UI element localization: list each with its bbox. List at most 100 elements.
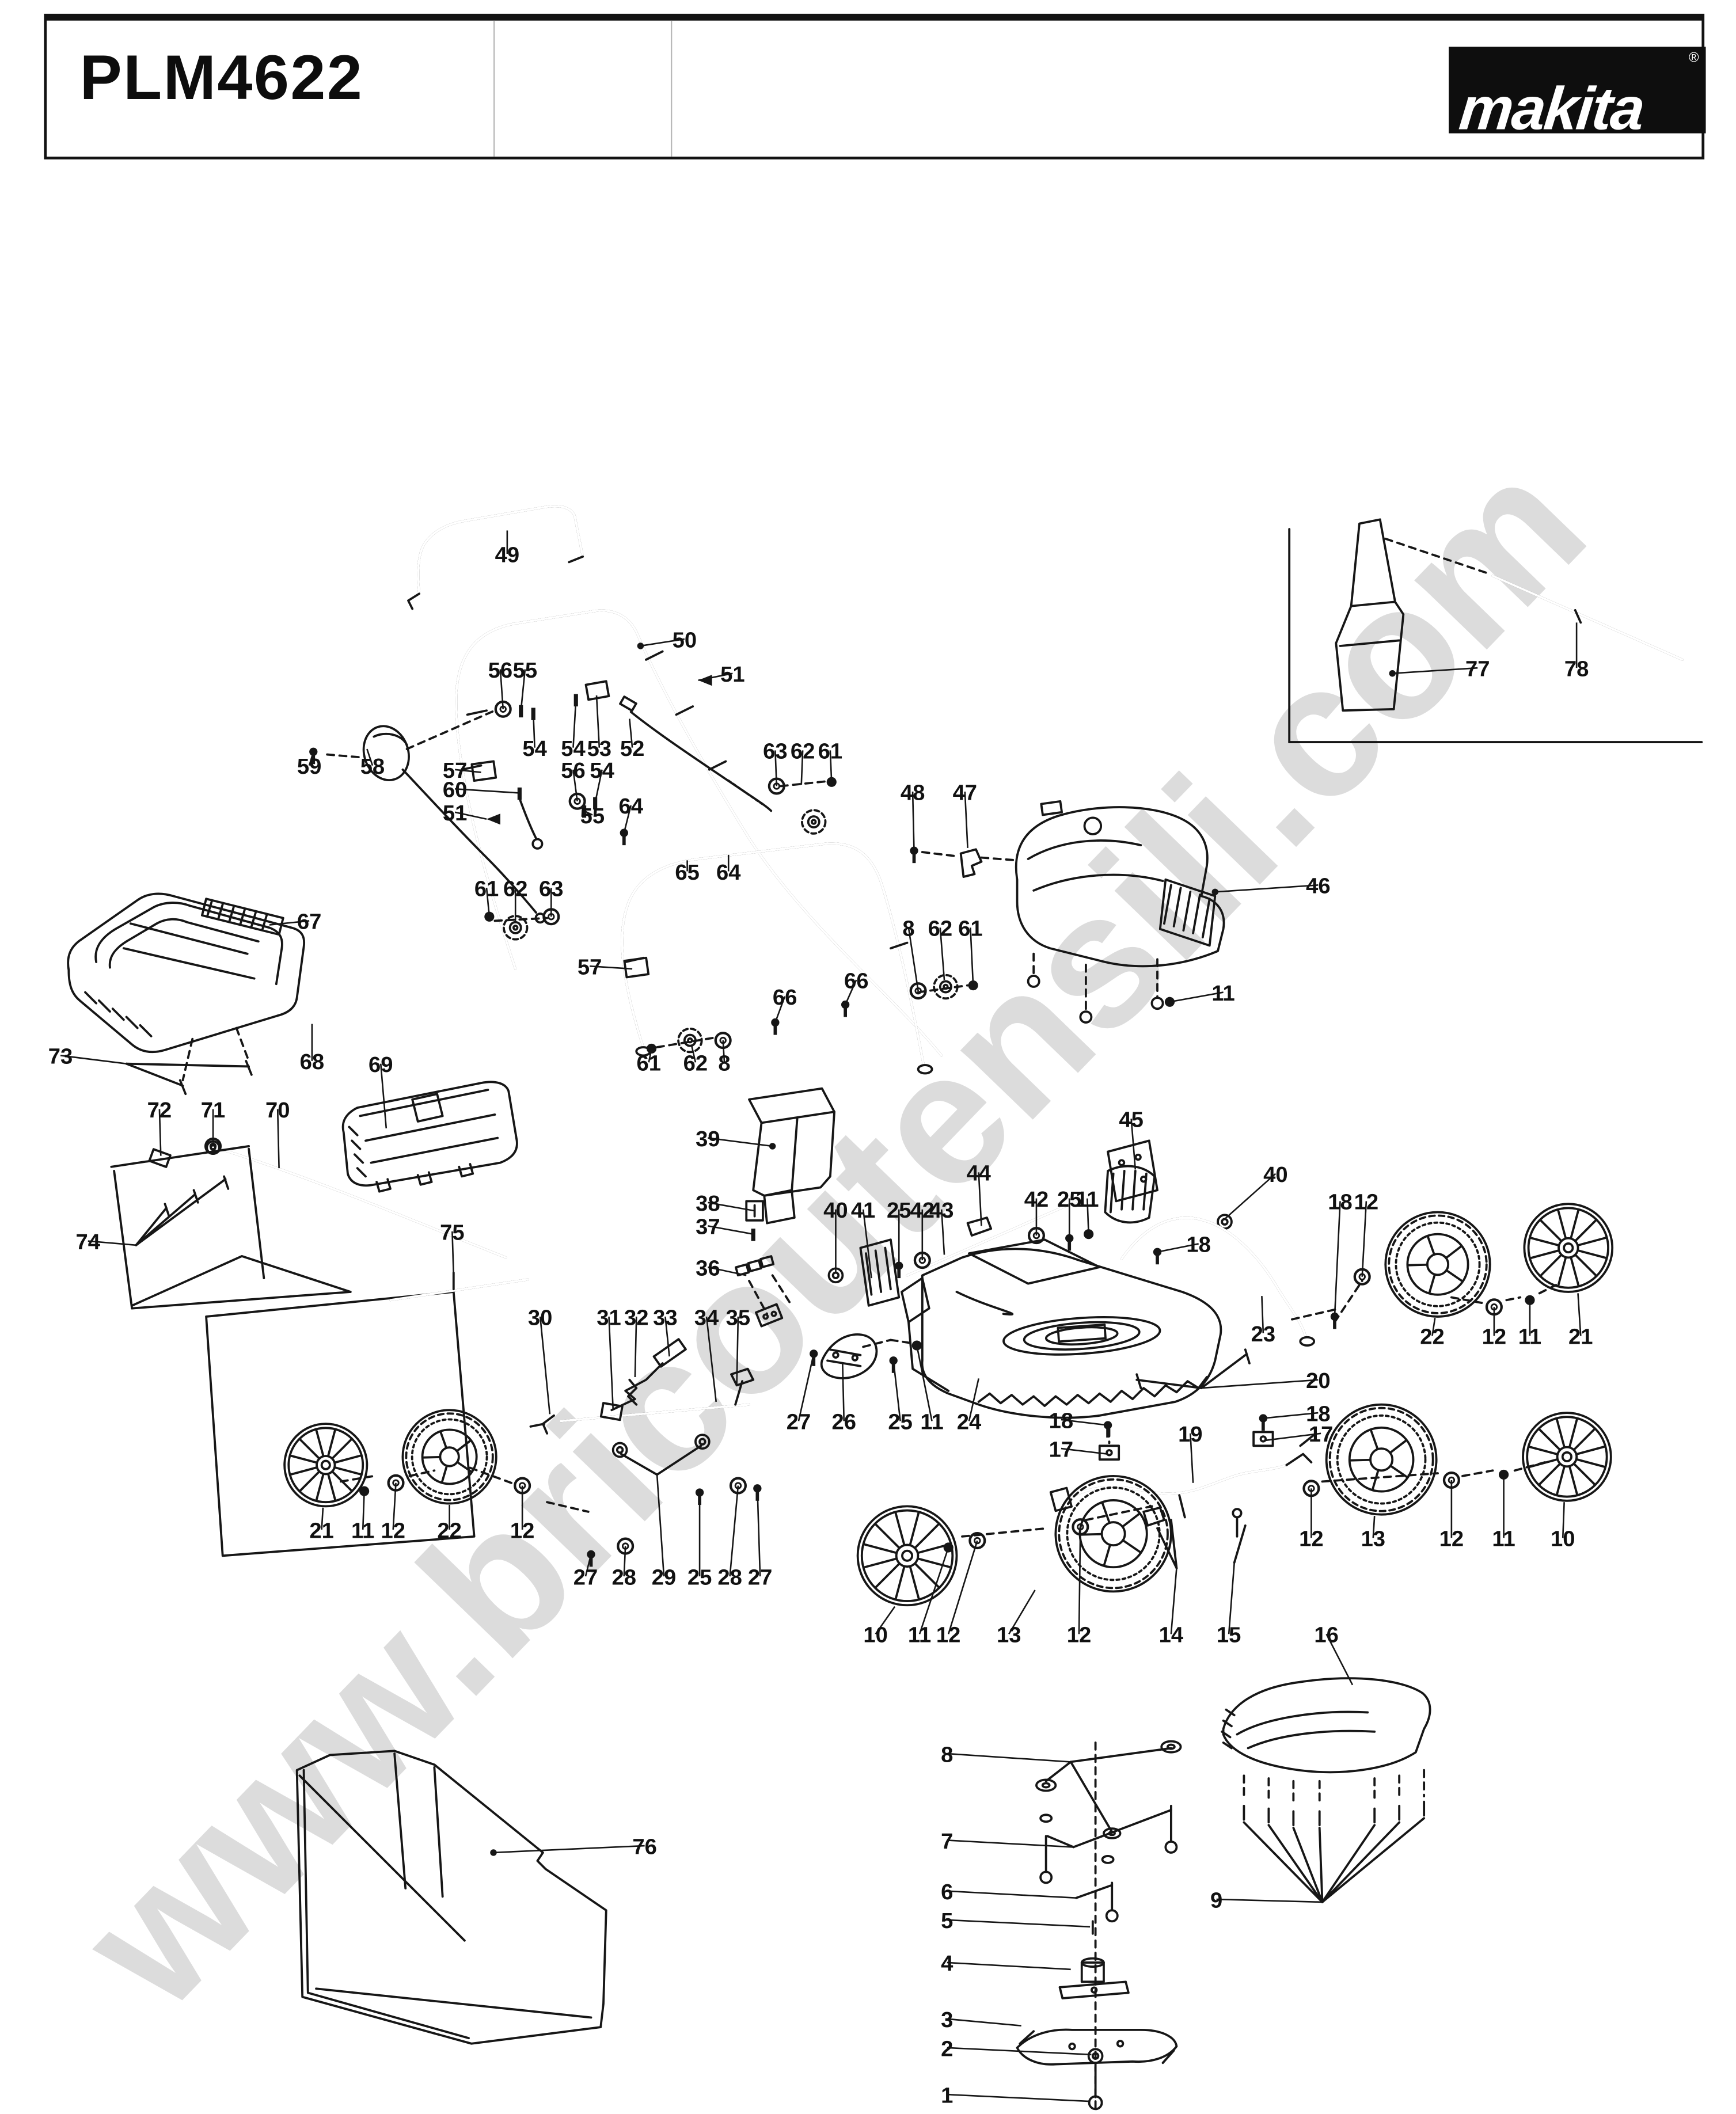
part-label-56: 56	[561, 758, 586, 810]
part-label-71: 71	[201, 1098, 225, 1155]
svg-text:64: 64	[618, 794, 643, 819]
part-label-61: 61	[637, 1043, 661, 1076]
hinge-bracket	[1107, 1139, 1158, 1203]
svg-text:65: 65	[675, 860, 699, 885]
svg-text:12: 12	[1299, 1527, 1323, 1552]
height-adjuster	[529, 1338, 755, 1513]
part-label-74: 74	[76, 1230, 136, 1254]
part-label-42: 42	[910, 1198, 935, 1269]
part-label-26: 26	[831, 1363, 856, 1435]
svg-text:12: 12	[1354, 1190, 1378, 1215]
svg-text:64: 64	[716, 860, 741, 885]
part-label-62: 62	[503, 876, 527, 922]
svg-text:40: 40	[823, 1198, 848, 1223]
part-label-4: 4	[941, 1951, 1071, 1976]
part-label-34: 34	[694, 1305, 719, 1402]
svg-text:61: 61	[958, 917, 982, 941]
svg-text:13: 13	[1361, 1527, 1385, 1552]
part-label-1: 1	[941, 2083, 1091, 2108]
part-label-78: 78	[1564, 622, 1589, 682]
wheel-tread	[401, 1409, 497, 1505]
svg-text:34: 34	[694, 1305, 719, 1330]
part-label-61: 61	[958, 917, 983, 991]
part-label-18: 18	[1153, 1233, 1211, 1265]
part-label-11: 11	[908, 1542, 954, 1648]
part-label-13: 13	[1361, 1515, 1385, 1552]
svg-text:12: 12	[936, 1623, 960, 1648]
part-label-76: 76	[490, 1834, 657, 1859]
part-label-11: 11	[351, 1486, 374, 1543]
svg-text:5: 5	[941, 1908, 953, 1933]
wheel-cap	[856, 1505, 958, 1607]
part-label-10: 10	[1551, 1502, 1575, 1552]
part-label-25: 25	[888, 1356, 913, 1435]
svg-text:39: 39	[696, 1127, 720, 1151]
svg-text:26: 26	[831, 1410, 856, 1435]
gear-knob	[801, 809, 827, 835]
header-box: PLM4622 makita ®	[44, 13, 1706, 159]
svg-text:15: 15	[1217, 1623, 1241, 1648]
svg-text:8: 8	[718, 1051, 730, 1076]
svg-text:11: 11	[920, 1410, 943, 1435]
svg-text:22: 22	[437, 1518, 461, 1543]
part-label-2: 2	[941, 2036, 1092, 2061]
svg-text:55: 55	[513, 658, 537, 683]
part-label-54: 54	[522, 708, 548, 761]
svg-text:58: 58	[360, 754, 385, 779]
svg-text:77: 77	[1465, 657, 1490, 682]
deck-24	[901, 1238, 1222, 1419]
svg-text:52: 52	[620, 736, 644, 761]
part-label-12: 12	[510, 1477, 534, 1543]
part-label-20: 20	[1201, 1368, 1331, 1393]
svg-text:11: 11	[1492, 1527, 1515, 1552]
svg-text:25: 25	[1057, 1187, 1081, 1212]
part-label-22: 22	[1420, 1318, 1445, 1349]
part-label-60: 60	[443, 778, 522, 803]
svg-text:32: 32	[624, 1305, 648, 1330]
svg-text:49: 49	[495, 542, 519, 567]
plate-41	[859, 1238, 901, 1307]
svg-text:12: 12	[381, 1518, 405, 1543]
part-label-68: 68	[300, 1024, 324, 1074]
part-label-16: 16	[1314, 1623, 1354, 1686]
svg-text:7: 7	[941, 1829, 953, 1854]
part-label-67: 67	[269, 910, 321, 934]
svg-text:28: 28	[717, 1565, 742, 1590]
svg-text:51: 51	[443, 801, 467, 826]
part-label-73: 73	[48, 1044, 127, 1069]
part-label-50: 50	[637, 628, 697, 652]
gear-knob	[933, 974, 959, 1000]
chute-39	[735, 1087, 835, 1328]
part-label-21: 21	[309, 1507, 334, 1543]
funnel-77	[1335, 518, 1405, 712]
shoe-26	[820, 1333, 892, 1379]
part-label-28: 28	[612, 1537, 636, 1590]
part-label-18: 18	[1049, 1408, 1112, 1438]
svg-text:71: 71	[201, 1098, 225, 1123]
part-label-55: 55	[513, 658, 537, 718]
part-label-62: 62	[928, 917, 952, 980]
part-label-17: 17	[1266, 1422, 1333, 1447]
wheels-layer	[283, 1203, 1614, 1607]
part-label-14: 14	[1159, 1568, 1184, 1648]
svg-text:17: 17	[1049, 1437, 1073, 1462]
part-label-51: 51	[443, 801, 500, 826]
svg-text:23: 23	[1251, 1322, 1275, 1347]
svg-text:41: 41	[851, 1198, 875, 1223]
part-label-40: 40	[823, 1198, 848, 1273]
svg-text:68: 68	[300, 1050, 324, 1074]
bracket-47	[959, 848, 983, 878]
part-label-12: 12	[1439, 1471, 1464, 1552]
svg-text:4: 4	[941, 1951, 954, 1976]
part-label-25: 25	[887, 1198, 911, 1279]
svg-text:74: 74	[76, 1230, 101, 1254]
wheel-cap	[1523, 1203, 1614, 1293]
svg-text:63: 63	[763, 739, 787, 764]
svg-text:19: 19	[1178, 1422, 1202, 1447]
part-label-9: 9	[1210, 1888, 1323, 1913]
svg-text:27: 27	[748, 1565, 772, 1590]
svg-text:1: 1	[941, 2083, 953, 2108]
part-label-11: 11	[911, 1340, 944, 1435]
grass-bag-76	[295, 1750, 607, 2045]
